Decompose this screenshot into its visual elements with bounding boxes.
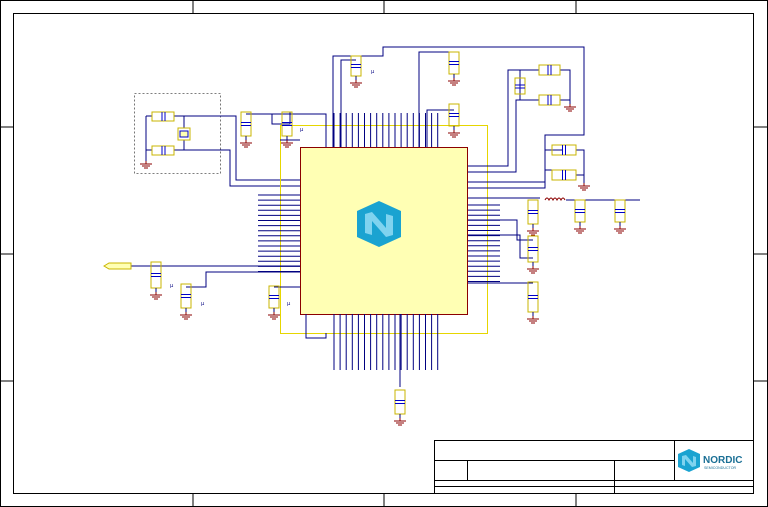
ground-symbol bbox=[240, 140, 252, 148]
cap-value-mark: µ bbox=[201, 301, 205, 307]
capacitor-body bbox=[394, 389, 406, 415]
brand-name: NORDIC bbox=[703, 455, 742, 466]
ground-symbol bbox=[150, 292, 162, 300]
capacitor-body bbox=[527, 199, 539, 225]
ground-symbol bbox=[281, 140, 293, 148]
ground-symbol bbox=[448, 78, 460, 86]
capacitor bbox=[538, 94, 561, 106]
top-wiring bbox=[246, 46, 640, 284]
left-wiring bbox=[131, 265, 401, 387]
nordic-logo-icon bbox=[678, 449, 700, 472]
capacitor-body bbox=[551, 169, 577, 181]
capacitor bbox=[350, 55, 362, 80]
capacitor-body bbox=[180, 283, 192, 309]
cap-value-mark: µ bbox=[371, 69, 375, 75]
title-block-logo: NORDIC SEMICONDUCTOR bbox=[678, 449, 742, 472]
title-block bbox=[434, 440, 754, 494]
capacitor-body bbox=[551, 144, 577, 156]
capacitor bbox=[394, 389, 406, 418]
ground-symbol bbox=[614, 226, 626, 234]
capacitor bbox=[527, 281, 539, 316]
inductor bbox=[544, 197, 566, 202]
capacitor bbox=[180, 283, 192, 312]
ground-symbol bbox=[527, 228, 539, 236]
ground-symbol bbox=[268, 312, 280, 320]
capacitor bbox=[614, 199, 626, 226]
value-marks: µ µ µ µ µ bbox=[170, 69, 375, 307]
capacitor-body bbox=[350, 55, 362, 77]
capacitor bbox=[527, 235, 539, 266]
ground-symbol bbox=[180, 312, 192, 320]
ground-symbol bbox=[350, 80, 362, 88]
capacitors bbox=[150, 51, 626, 426]
capacitor bbox=[448, 103, 460, 130]
capacitor-body bbox=[240, 111, 252, 137]
capacitor-body bbox=[448, 51, 460, 75]
capacitor bbox=[527, 199, 539, 228]
ic-package bbox=[280, 125, 488, 334]
ground-symbol bbox=[574, 226, 586, 234]
ground-symbol bbox=[578, 183, 590, 191]
capacitor bbox=[281, 111, 293, 140]
capacitor-body bbox=[614, 199, 626, 223]
cap-value-mark: µ bbox=[300, 127, 304, 133]
electrolytic-capacitor bbox=[514, 77, 526, 95]
capacitor bbox=[150, 261, 162, 292]
capacitor-body bbox=[268, 285, 280, 309]
cap-value-mark: µ bbox=[287, 301, 291, 307]
capacitor-body bbox=[538, 64, 561, 76]
brand-subtitle: SEMICONDUCTOR bbox=[704, 466, 736, 470]
cap-value-mark: µ bbox=[170, 283, 174, 289]
capacitor-body bbox=[527, 281, 539, 313]
crystal-section bbox=[134, 93, 300, 187]
net-label bbox=[103, 262, 132, 270]
capacitor bbox=[574, 199, 586, 226]
ground-symbol bbox=[527, 316, 539, 324]
capacitor bbox=[268, 285, 280, 312]
capacitor bbox=[448, 51, 460, 78]
capacitor bbox=[240, 111, 252, 140]
capacitor bbox=[551, 169, 577, 181]
capacitor bbox=[551, 144, 577, 156]
capacitor-body bbox=[574, 199, 586, 223]
capacitor-body bbox=[538, 94, 561, 106]
ground-symbol bbox=[394, 418, 406, 426]
nordic-logo-icon bbox=[357, 201, 401, 247]
ground-symbol bbox=[527, 266, 539, 274]
ground-symbol bbox=[448, 130, 460, 138]
capacitor-body bbox=[448, 103, 460, 127]
ground-symbol bbox=[564, 104, 576, 112]
capacitor bbox=[538, 64, 561, 76]
